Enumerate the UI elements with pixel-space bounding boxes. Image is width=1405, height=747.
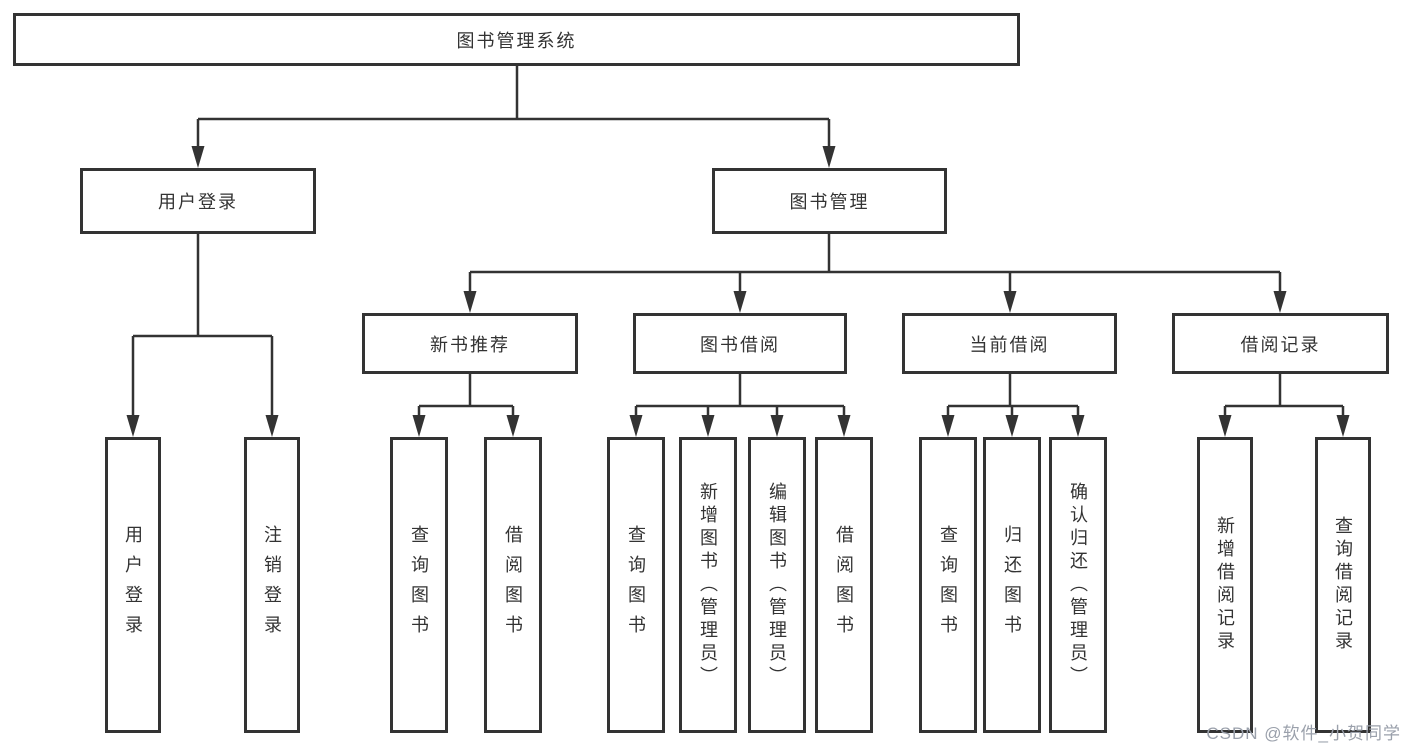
leaf-current-confirm-admin: 确认归还（管理员）: [1049, 437, 1107, 733]
leaf-record-add: 新增借阅记录: [1197, 437, 1253, 733]
node-borrow-record: 借阅记录: [1172, 313, 1389, 374]
node-book-management: 图书管理: [712, 168, 947, 234]
watermark: CSDN @软件_小贺同学: [1206, 724, 1401, 743]
node-library-system: 图书管理系统: [13, 13, 1020, 66]
node-borrow-record-label: 借阅记录: [1240, 334, 1321, 355]
leaf-bookborrow-query: 查询图书: [607, 437, 665, 733]
node-current-borrow-label: 当前借阅: [969, 334, 1050, 355]
node-new-book-recommend: 新书推荐: [362, 313, 578, 374]
leaf-current-return: 归还图书: [983, 437, 1041, 733]
node-book-borrow: 图书借阅: [633, 313, 847, 374]
leaf-logout: 注销登录: [244, 437, 300, 733]
leaf-current-query: 查询图书: [919, 437, 977, 733]
leaf-bookborrow-edit-admin: 编辑图书（管理员）: [748, 437, 806, 733]
node-library-system-label: 图书管理系统: [456, 30, 577, 51]
node-user-login-label: 用户登录: [158, 192, 238, 212]
leaf-bookborrow-borrow: 借阅图书: [815, 437, 873, 733]
node-book-management-label: 图书管理: [789, 192, 870, 212]
node-book-borrow-label: 图书借阅: [700, 334, 780, 355]
leaf-record-query: 查询借阅记录: [1315, 437, 1371, 733]
leaf-newbook-borrow: 借阅图书: [484, 437, 542, 733]
node-current-borrow: 当前借阅: [902, 313, 1117, 374]
leaf-user-login: 用户登录: [105, 437, 161, 733]
node-user-login: 用户登录: [80, 168, 316, 234]
node-new-book-recommend-label: 新书推荐: [430, 334, 510, 355]
leaf-bookborrow-add-admin: 新增图书（管理员）: [679, 437, 737, 733]
leaf-newbook-query: 查询图书: [390, 437, 448, 733]
